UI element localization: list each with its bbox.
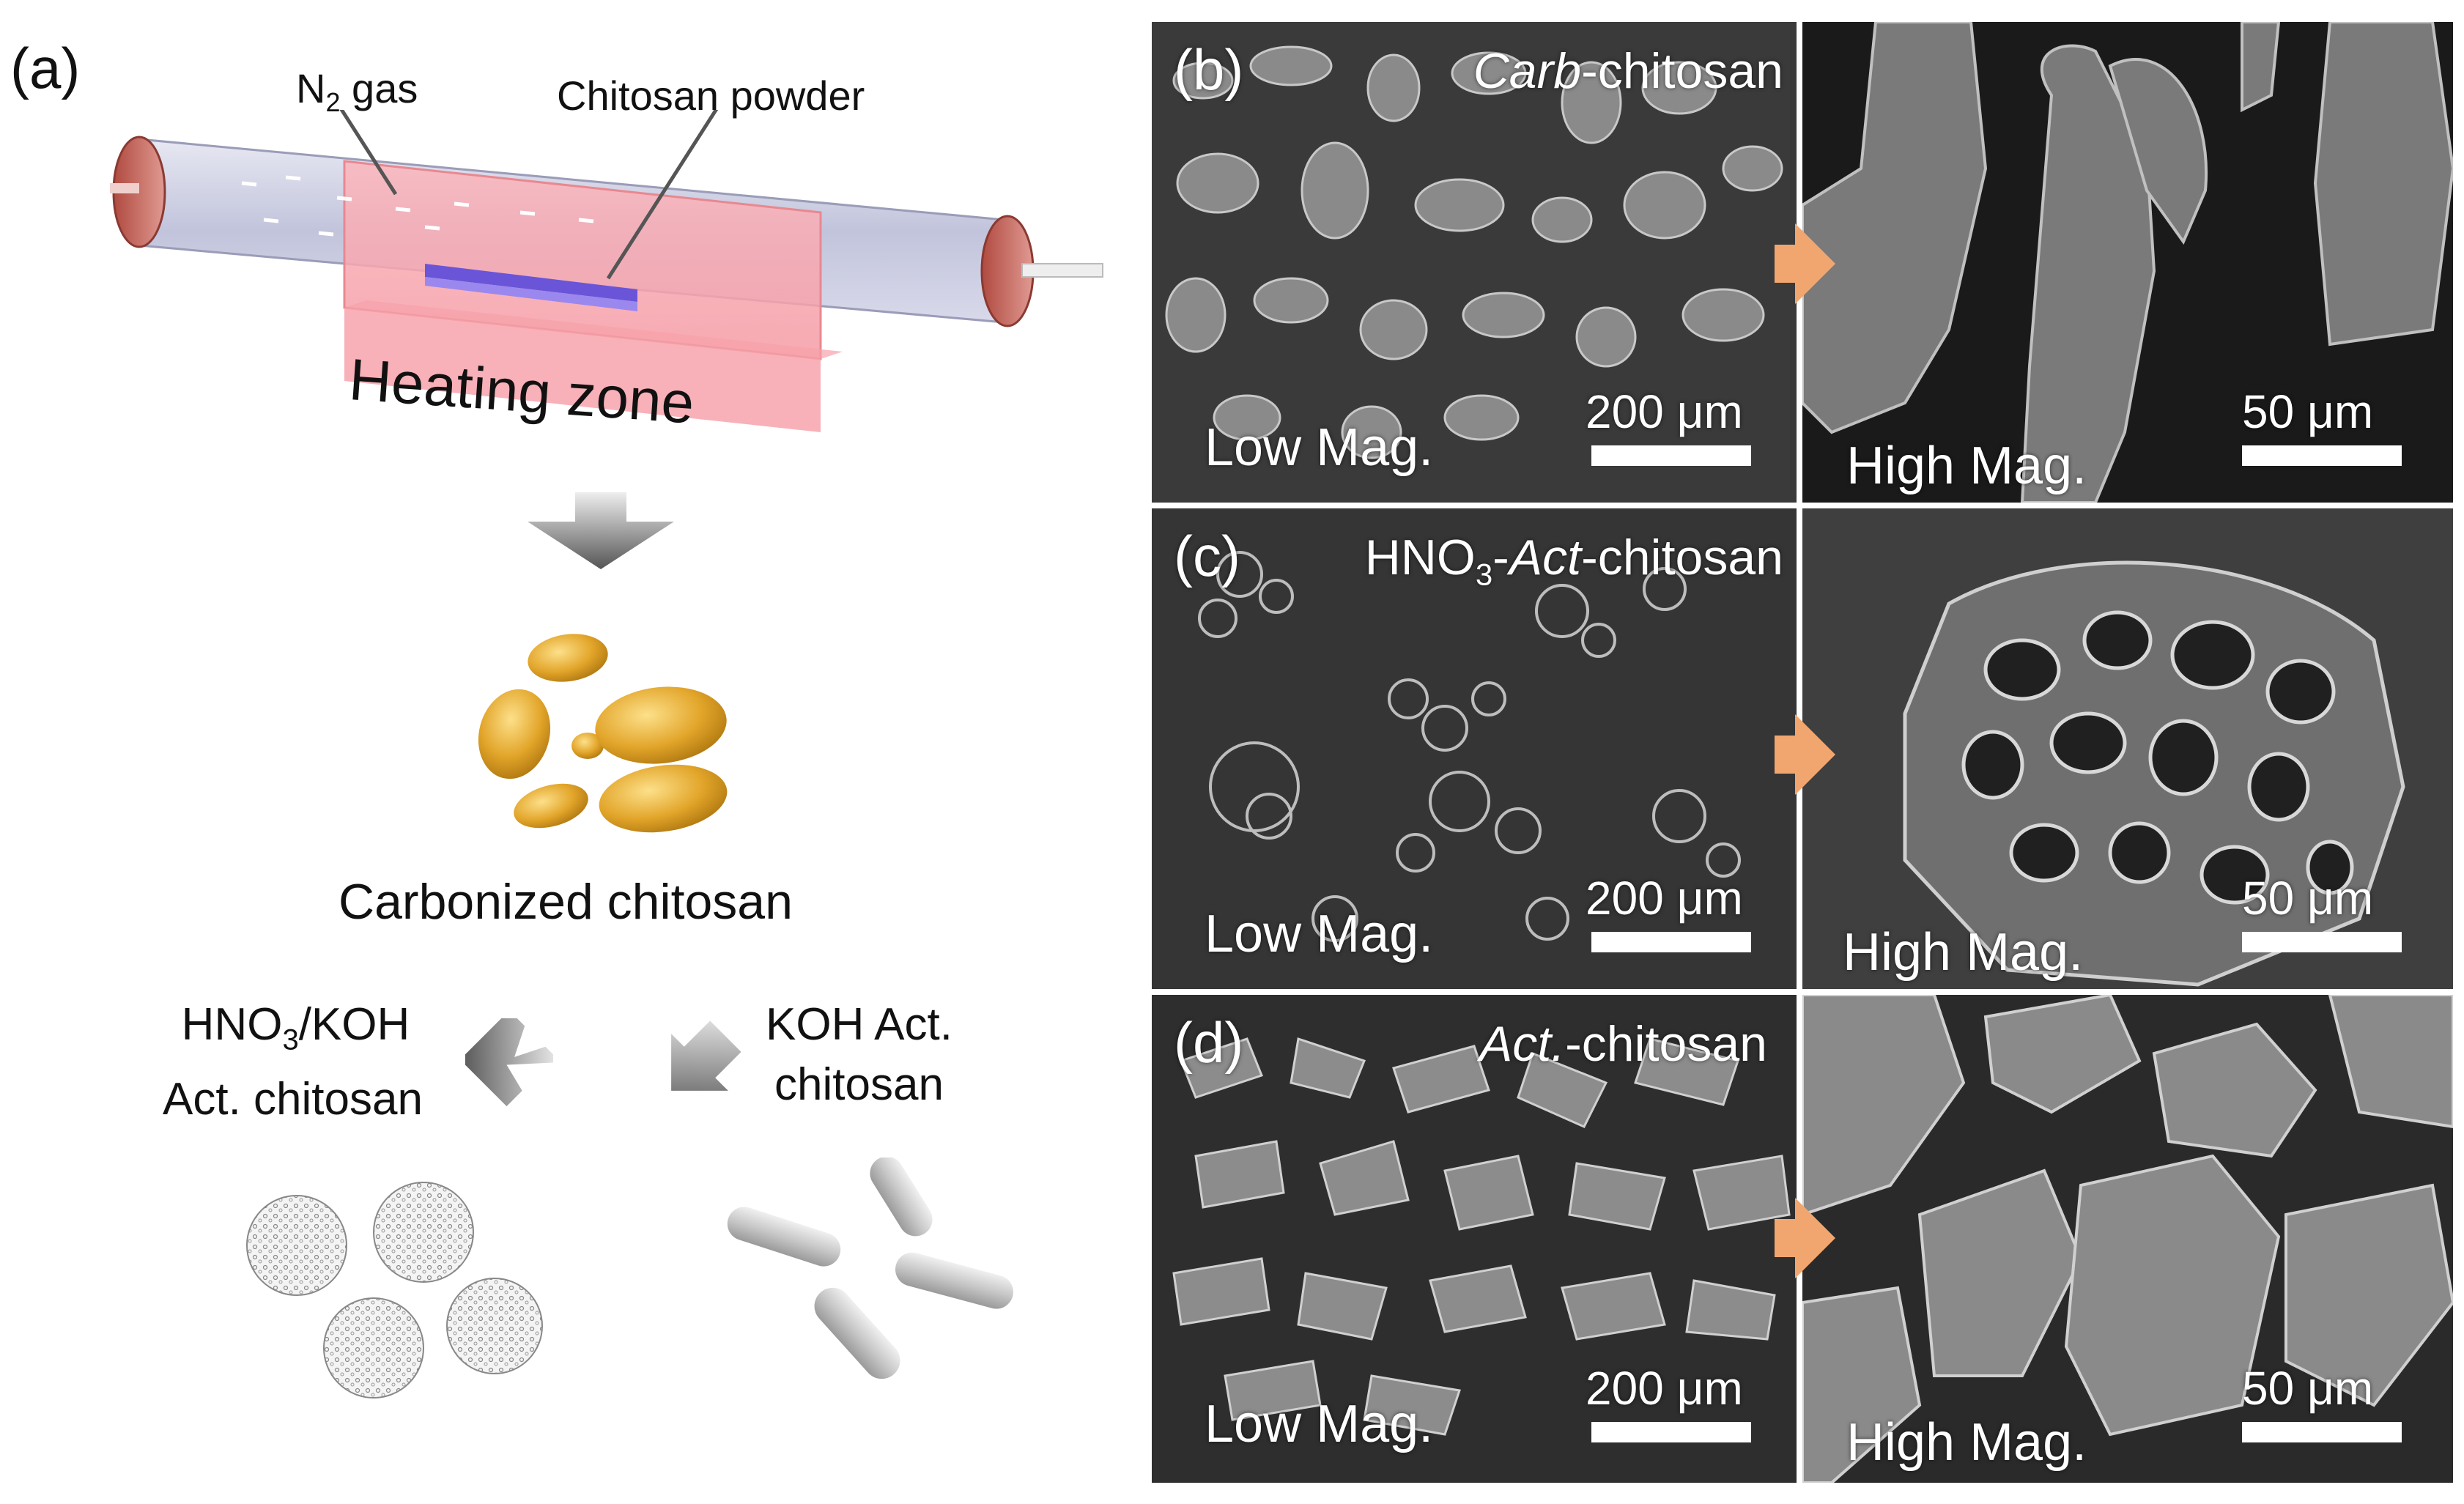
sem-low-mag-carb: (b) Carb-chitosan Low Mag. 200 μm <box>1152 22 1797 503</box>
porous-spheres-illustration <box>246 1182 543 1399</box>
row-c-title: HNO3-Act-chitosan <box>1365 529 1783 593</box>
sem-high-mag-carb: High Mag. 50 μm <box>1802 22 2453 503</box>
carb-italic: Carb <box>1473 43 1582 99</box>
sem-high-mag-act: High Mag. 50 μm <box>1802 995 2453 1483</box>
hno3-title-subscript: 3 <box>1475 557 1493 592</box>
hno3-subscript: 3 <box>282 1023 299 1056</box>
diagonal-arrow-right-icon <box>671 1020 741 1091</box>
row-d-high-mag-label: High Mag. <box>1846 1413 2087 1472</box>
act-dot-rest: -chitosan <box>1565 1016 1767 1072</box>
koh-act-route-label: KOH Act. chitosan <box>766 995 952 1115</box>
row-d-scale-bar-high <box>2242 1422 2402 1442</box>
sem-low-mag-hno3-act: (c) HNO3-Act-chitosan Low Mag. 200 μm <box>1152 508 1797 989</box>
row-b-scale-low-label: 200 μm <box>1586 385 1743 438</box>
n2-gas-text: gas <box>340 65 418 111</box>
row-b-title: Carb-chitosan <box>1473 42 1783 100</box>
row-b-scale-high-label: 50 μm <box>2242 385 2374 438</box>
tube-furnace-illustration <box>110 110 1103 432</box>
row-c-scale-high-label: 50 μm <box>2242 872 2374 925</box>
row-c-high-mag-label: High Mag. <box>1843 923 2084 982</box>
row-b-scale-bar-high <box>2242 445 2402 466</box>
koh-act-text: KOH Act. <box>766 999 952 1050</box>
row-d-scale-low-label: 200 μm <box>1586 1362 1743 1415</box>
n2-gas-label: N2 gas <box>296 64 418 118</box>
row-b-low-mag-label: Low Mag. <box>1205 418 1434 477</box>
diagonal-arrow-left-icon <box>465 1018 553 1106</box>
row-d-label: (d) <box>1174 1010 1244 1075</box>
row-c-scale-bar-low <box>1591 932 1751 952</box>
carbonized-chitosan-label: Carbonized chitosan <box>338 874 793 930</box>
row-b-scale-bar-low <box>1591 445 1751 466</box>
row-d-scale-bar-low <box>1591 1422 1751 1442</box>
hno3-title-dash: - <box>1492 530 1509 585</box>
row-d-low-mag-label: Low Mag. <box>1205 1395 1434 1453</box>
hno3-koh-route-label: HNO3/KOH Act. chitosan <box>163 995 423 1130</box>
act-dot-italic: Act. <box>1479 1016 1566 1072</box>
row-d-scale-high-label: 50 μm <box>2242 1362 2374 1415</box>
row-c-low-mag-label: Low Mag. <box>1205 905 1434 963</box>
panel-a-label: (a) <box>10 36 81 100</box>
row-b-label: (b) <box>1174 37 1244 102</box>
act-chitosan-text: Act. chitosan <box>163 1074 423 1125</box>
koh-text: /KOH <box>298 999 410 1050</box>
sem-low-mag-act: (d) Act.-chitosan Low Mag. 200 μm <box>1152 995 1797 1483</box>
down-arrow-icon <box>528 492 674 569</box>
carbonized-particles-illustration <box>478 634 728 833</box>
hno3-title-text: HNO <box>1364 530 1476 585</box>
row-c-scale-bar-high <box>2242 932 2402 952</box>
n2-subscript: 2 <box>325 87 341 118</box>
row-c-label: (c) <box>1174 524 1240 588</box>
row-b-high-mag-label: High Mag. <box>1846 437 2087 495</box>
chitosan-powder-label: Chitosan powder <box>557 73 865 119</box>
carb-rest: -chitosan <box>1581 43 1783 99</box>
act-italic: Act <box>1509 530 1582 585</box>
rod-particles-illustration <box>727 1157 1013 1379</box>
n2-text: N <box>296 65 326 111</box>
row-d-title: Act.-chitosan <box>1479 1015 1767 1073</box>
act-rest: -chitosan <box>1581 530 1783 585</box>
row-c-scale-low-label: 200 μm <box>1586 872 1743 925</box>
hno3-text: HNO <box>181 999 283 1050</box>
koh-chitosan-text: chitosan <box>774 1059 944 1110</box>
sem-high-mag-hno3-act: High Mag. 50 μm <box>1802 508 2453 989</box>
